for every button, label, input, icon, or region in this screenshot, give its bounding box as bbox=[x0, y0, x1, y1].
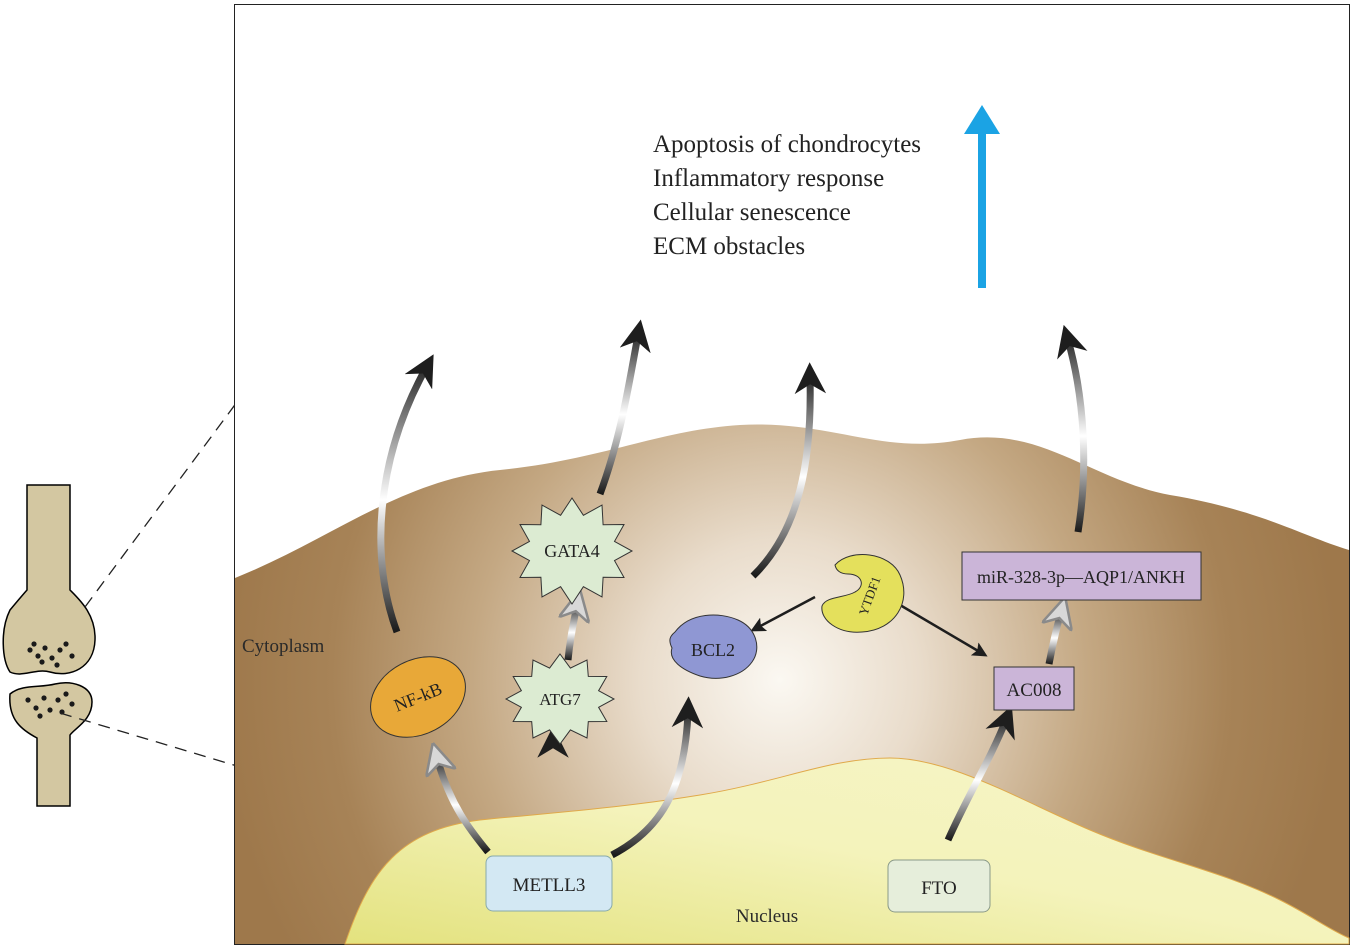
bone-dots bbox=[25, 641, 75, 719]
arrow-atg7-gata4 bbox=[568, 605, 577, 661]
arrow-bcl2-up bbox=[750, 362, 827, 579]
arrow-nfkb-up bbox=[377, 354, 434, 634]
node-mir: miR-328-3p—AQP1/ANKH bbox=[961, 551, 1202, 601]
arrow-fto-ac008 bbox=[944, 705, 1015, 842]
nucleus-label: Nucleus bbox=[736, 906, 798, 927]
metll3-label: METLL3 bbox=[513, 875, 586, 896]
outcome-ecm: ECM obstacles bbox=[653, 233, 805, 260]
pathway-arrows bbox=[377, 319, 1088, 859]
node-gata4: GATA4 bbox=[510, 497, 634, 605]
node-nfkb: NF-kB bbox=[370, 656, 466, 738]
arrow-mir-up bbox=[1057, 324, 1088, 533]
arrow-metll3-bcl2 bbox=[610, 696, 704, 859]
joint-illustration bbox=[2, 401, 238, 807]
node-ac008: AC008 bbox=[993, 666, 1075, 711]
zoom-line-top bbox=[84, 401, 238, 608]
arrow-metll3-nfkb bbox=[437, 758, 491, 855]
node-atg7: ATG7 bbox=[504, 653, 616, 745]
node-bcl2: BCL2 bbox=[669, 614, 758, 679]
mir-label: miR-328-3p—AQP1/ANKH bbox=[977, 567, 1185, 587]
node-metll3: METLL3 bbox=[485, 855, 613, 912]
arrow-ytdf1-ac008 bbox=[899, 603, 988, 657]
upper-bone bbox=[2, 484, 96, 675]
ac008-label: AC008 bbox=[1007, 680, 1062, 701]
node-ytdf1: YTDF1 bbox=[821, 554, 905, 633]
arrow-ytdf1-bcl2 bbox=[750, 595, 816, 632]
outcome-senescence: Cellular senescence bbox=[653, 199, 851, 226]
bcl2-label: BCL2 bbox=[691, 640, 735, 660]
zoom-line-bottom bbox=[59, 712, 238, 767]
arrow-ac008-mir bbox=[1049, 612, 1061, 665]
outcome-apoptosis: Apoptosis of chondrocytes bbox=[653, 131, 921, 158]
lower-bone bbox=[9, 682, 93, 807]
outcome-inflammation: Inflammatory response bbox=[653, 165, 884, 192]
increase-arrow-icon bbox=[964, 105, 1000, 134]
atg7-label: ATG7 bbox=[539, 690, 581, 709]
cytoplasm-label: Cytoplasm bbox=[242, 636, 325, 657]
node-fto: FTO bbox=[887, 859, 991, 913]
arrow-gata4-up bbox=[596, 319, 651, 496]
gata4-label: GATA4 bbox=[544, 541, 600, 561]
fto-label: FTO bbox=[921, 878, 957, 899]
